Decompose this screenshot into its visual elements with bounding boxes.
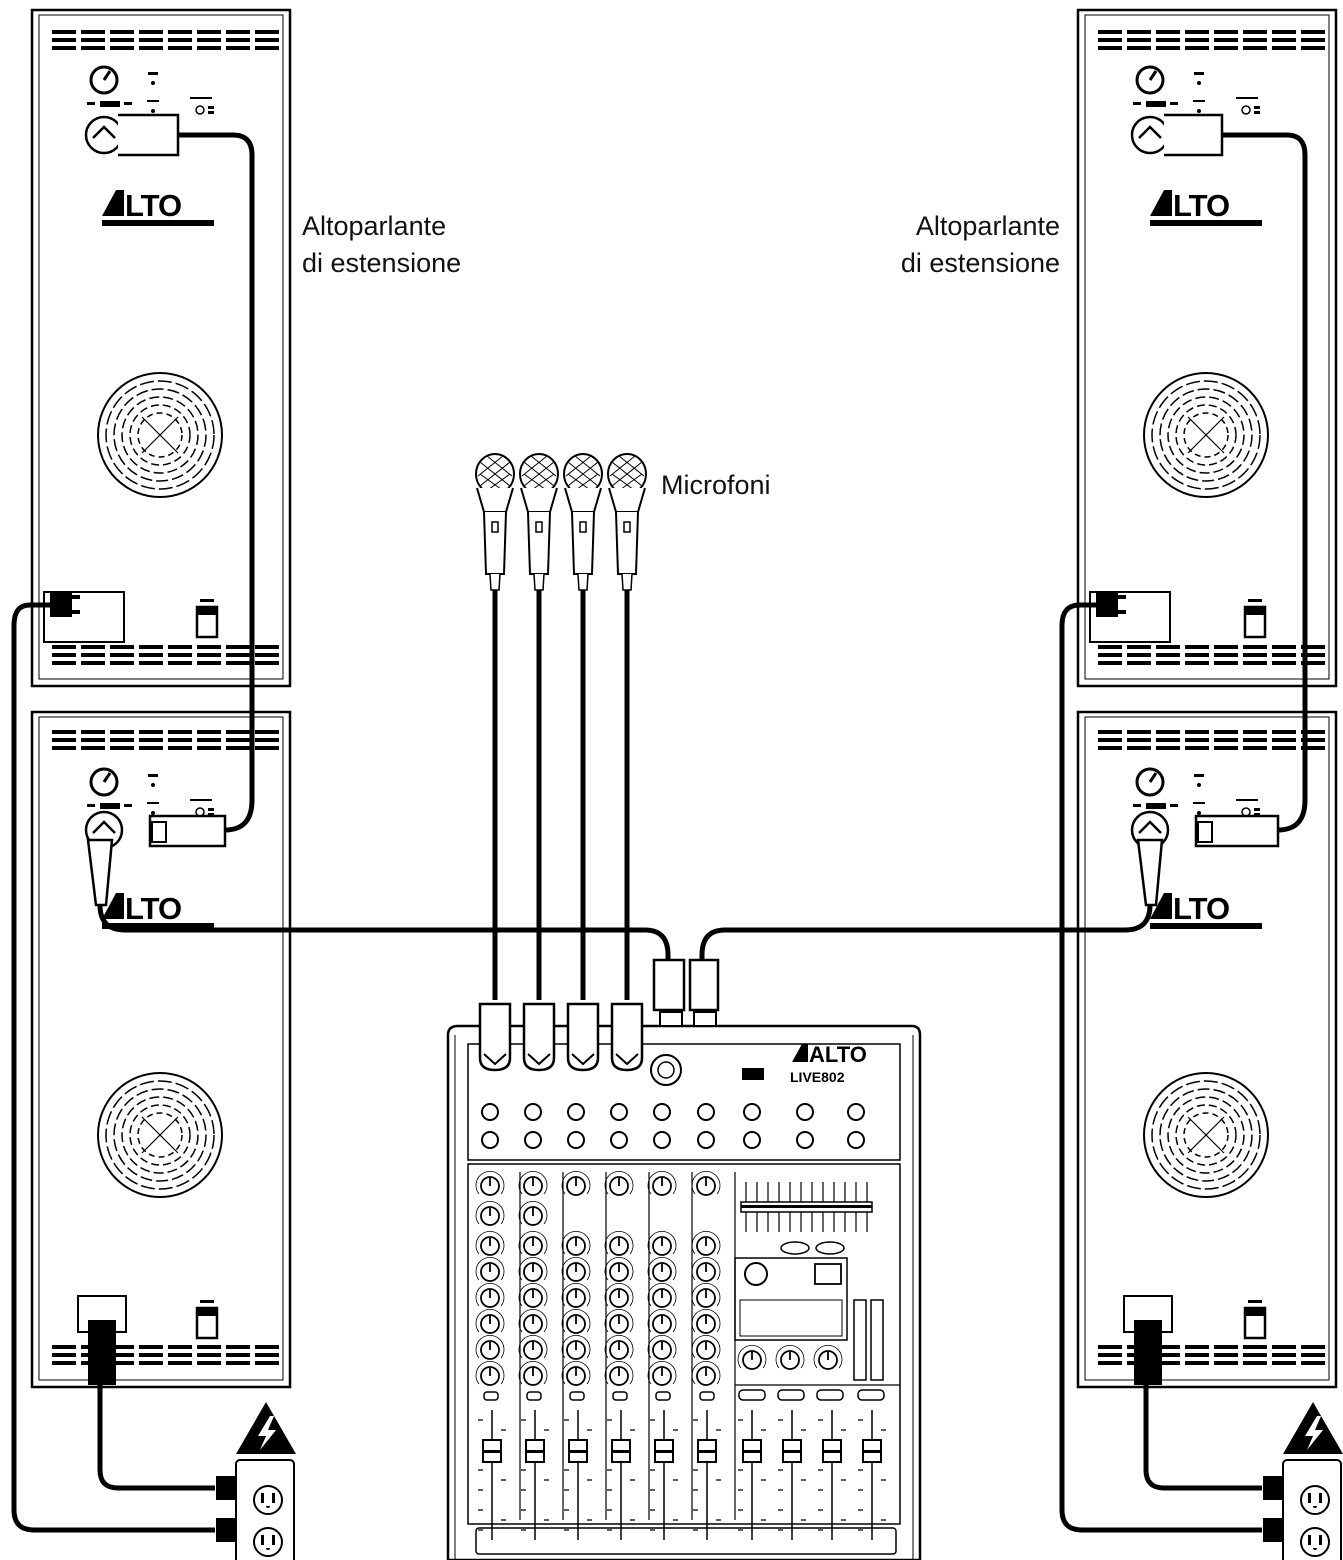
extension-speaker-label-left: Altoparlante di estensione — [302, 211, 462, 278]
graphic-eq — [740, 1182, 873, 1255]
mixer-main-out-plugs — [652, 958, 720, 1027]
mic-cables — [492, 590, 630, 1000]
microphone-icon — [519, 453, 559, 591]
speaker-main-bottom-right — [1076, 710, 1338, 1389]
speaker-link-cables — [97, 132, 1308, 960]
mixer-brand-text: ALTO — [809, 1042, 867, 1067]
microphones-label: Microfoni — [661, 470, 771, 500]
wall-outlet-icon — [1282, 1459, 1342, 1560]
high-voltage-warning-icon — [236, 1402, 296, 1454]
mixer: ALTO LIVE802 — [446, 1024, 922, 1560]
extension-speaker-label-right: Altoparlante di estensione — [900, 211, 1060, 278]
microphone-icon — [563, 453, 603, 591]
microphone-icon — [475, 453, 515, 591]
wall-outlet-icon — [235, 1459, 295, 1560]
speaker-extension-top-right — [1076, 8, 1338, 688]
microphones — [475, 453, 647, 591]
microphone-icon — [607, 453, 647, 591]
mixer-model-text: LIVE802 — [790, 1069, 845, 1085]
high-voltage-warning-icon — [1283, 1402, 1343, 1454]
mixer-logo: ALTO LIVE802 — [790, 1042, 867, 1085]
power-cables — [11, 602, 1262, 1533]
